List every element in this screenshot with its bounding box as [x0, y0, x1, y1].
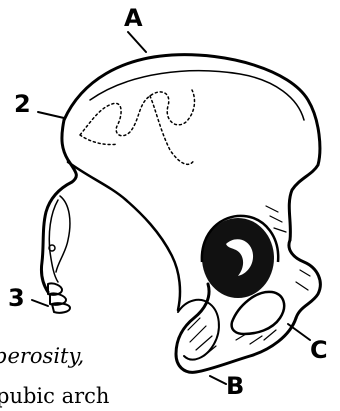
- inner-crest-line: [90, 71, 304, 120]
- label-c: C: [310, 338, 328, 362]
- leader-b: [210, 376, 226, 384]
- leader-3: [32, 300, 48, 306]
- label-2: 2: [14, 92, 31, 116]
- anterior-border: [289, 240, 320, 318]
- label-a: A: [124, 6, 143, 30]
- leader-c: [288, 324, 310, 340]
- ischial-spine-edge: [56, 196, 70, 272]
- iliac-crest-outline: [64, 55, 320, 240]
- gluteal-lines-dotted: [80, 90, 194, 164]
- leader-a: [128, 32, 146, 52]
- label-3: 3: [8, 286, 25, 310]
- caption-line-1: berosity,: [0, 346, 84, 367]
- sciatic-notch: [68, 162, 180, 310]
- posterior-border: [41, 120, 76, 292]
- label-b: B: [226, 374, 244, 398]
- obturator-foramen: [232, 292, 285, 334]
- caption-line-2: pubic arch: [0, 386, 109, 407]
- leader-2: [38, 112, 64, 118]
